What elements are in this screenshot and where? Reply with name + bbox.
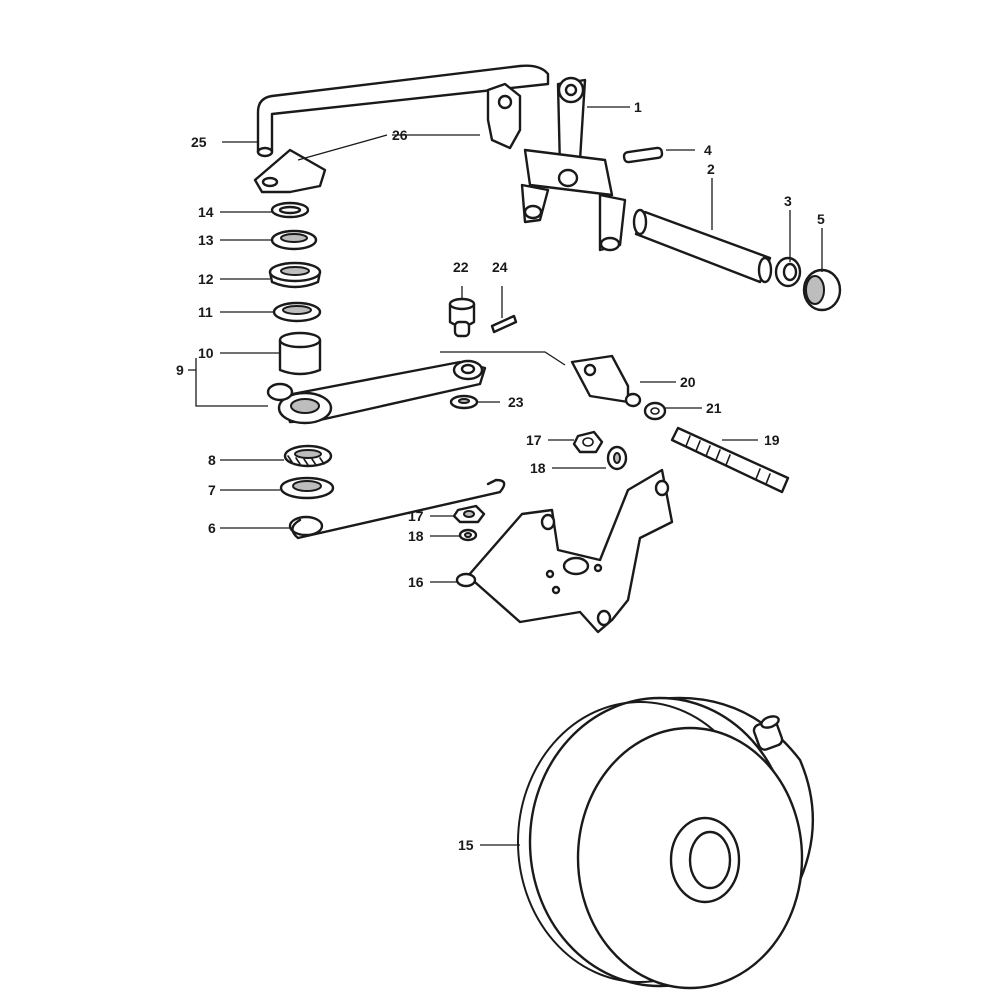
callout-8: 8 — [208, 452, 216, 468]
callout-22: 22 — [453, 259, 469, 275]
callout-5: 5 — [817, 211, 825, 227]
callout-2: 2 — [707, 161, 715, 177]
clevis-20 — [570, 354, 642, 408]
stud-19 — [670, 426, 790, 494]
washer-18-upper — [606, 445, 628, 471]
callout-13: 13 — [198, 232, 214, 248]
callout-9: 9 — [176, 362, 184, 378]
spring-6 — [288, 478, 506, 540]
seal-11 — [272, 301, 322, 323]
drum-15 — [517, 696, 814, 990]
callout-18-upper: 18 — [530, 460, 546, 476]
clevis-pin-22 — [448, 297, 476, 338]
nut-17-lower — [452, 504, 486, 524]
shaft-2 — [632, 208, 773, 284]
bearing-12 — [268, 261, 322, 289]
callout-1: 1 — [634, 99, 642, 115]
circlip-14 — [270, 201, 310, 219]
callout-7: 7 — [208, 482, 216, 498]
callout-19: 19 — [764, 432, 780, 448]
callout-25: 25 — [191, 134, 207, 150]
callout-15: 15 — [458, 837, 474, 853]
callout-17-lower: 17 — [408, 508, 424, 524]
callout-18-lower: 18 — [408, 528, 424, 544]
nut-21 — [643, 401, 667, 421]
lever-assembly-1 — [520, 76, 627, 252]
callout-21: 21 — [706, 400, 722, 416]
callout-14: 14 — [198, 204, 214, 220]
callouts: 1 2 3 4 5 6 7 8 9 10 11 12 13 14 15 16 1… — [176, 99, 825, 853]
callout-6: 6 — [208, 520, 216, 536]
callout-24: 24 — [492, 259, 508, 275]
mounting-bracket-16 — [455, 468, 674, 634]
ring-3 — [774, 256, 802, 288]
washer-13 — [270, 229, 318, 251]
cap-5 — [802, 268, 842, 312]
nut-17-upper — [572, 430, 604, 454]
washer-23 — [449, 394, 479, 410]
callout-17-upper: 17 — [526, 432, 542, 448]
callout-11: 11 — [198, 304, 213, 320]
callout-12: 12 — [198, 271, 214, 287]
rod-25 — [256, 64, 550, 158]
leader-lines — [188, 106, 823, 846]
bearing-8 — [283, 444, 333, 468]
callout-4: 4 — [704, 142, 712, 158]
callout-26: 26 — [392, 127, 408, 143]
bracket-26 — [253, 82, 522, 194]
callout-3: 3 — [784, 193, 792, 209]
washer-7 — [279, 476, 335, 500]
cotter-pin-24 — [490, 314, 518, 334]
callout-23: 23 — [508, 394, 524, 410]
callout-10: 10 — [198, 345, 214, 361]
washer-18-lower — [458, 528, 478, 542]
callout-16: 16 — [408, 574, 424, 590]
callout-20: 20 — [680, 374, 696, 390]
pin-4 — [622, 146, 664, 164]
bushing-10 — [278, 331, 322, 376]
arm-9 — [266, 359, 487, 425]
